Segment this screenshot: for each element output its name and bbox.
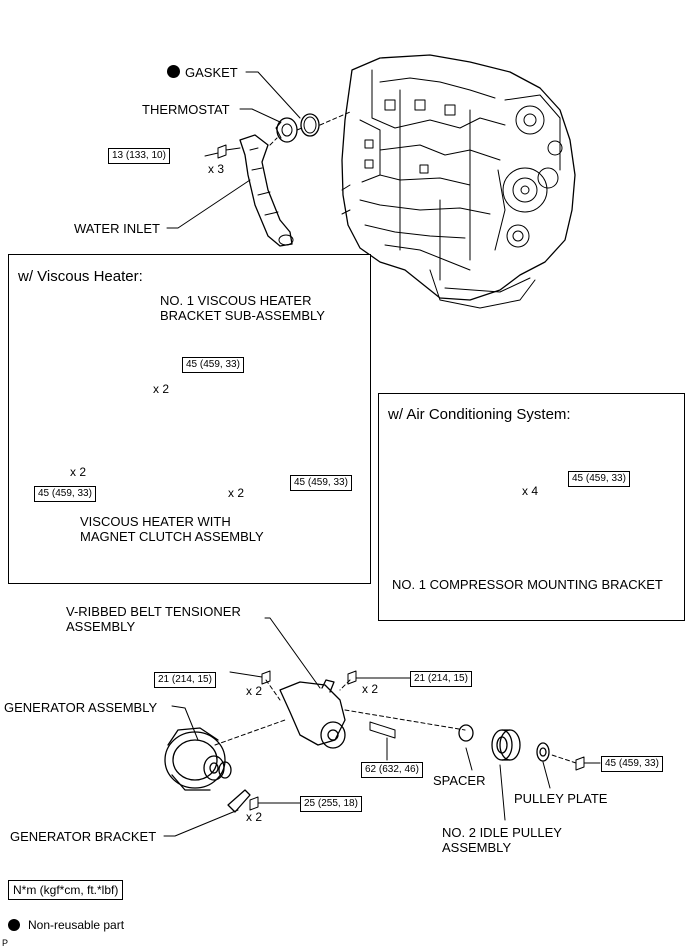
spacer-part — [458, 724, 474, 742]
non-reusable-marker — [167, 65, 180, 78]
units-legend: N*m (kgf*cm, ft.*lbf) — [8, 880, 124, 900]
visc-right-torque: 45 (459, 33) — [290, 475, 352, 491]
visc-right-qty: x 2 — [228, 486, 245, 500]
tens-left-qty: x 2 — [246, 684, 263, 698]
viscous-heater-panel-title: w/ Viscous Heater: — [18, 268, 143, 285]
engine-illustration — [341, 54, 576, 309]
aircon-torque: 45 (459, 33) — [568, 471, 630, 487]
center-bolt — [369, 721, 396, 739]
air-conditioning-panel — [378, 393, 685, 621]
pulley-plate-part — [536, 742, 550, 762]
gen-bracket-torque: 25 (255, 18) — [300, 796, 362, 812]
generator-part — [164, 727, 232, 791]
gasket-label: GASKET — [185, 65, 238, 80]
visc-left-qty: x 2 — [70, 465, 87, 479]
tensioner-part — [279, 679, 346, 749]
center-bolt-torque: 62 (632, 46) — [361, 762, 423, 778]
water-inlet-bolt — [217, 144, 227, 159]
air-conditioning-panel-title: w/ Air Conditioning System: — [388, 406, 571, 423]
tensioner-label: V-RIBBED BELT TENSIONER ASSEMBLY — [66, 604, 241, 634]
thermostat-label: THERMOSTAT — [142, 102, 230, 117]
generator-label: GENERATOR ASSEMBLY — [4, 700, 158, 715]
viscous-heater-panel — [8, 254, 371, 584]
aircon-qty: x 4 — [522, 484, 539, 498]
tens-left-torque: 21 (214, 15) — [154, 672, 216, 688]
gen-bracket-qty: x 2 — [246, 810, 263, 824]
viscous-bracket-label: NO. 1 VISCOUS HEATER BRACKET SUB-ASSEMBL… — [160, 293, 325, 323]
water-inlet-label: WATER INLET — [74, 221, 160, 236]
viscous-heater-label: VISCOUS HEATER WITH MAGNET CLUTCH ASSEMB… — [80, 514, 264, 544]
visc-top-torque: 45 (459, 33) — [182, 357, 244, 373]
generator-bracket-label: GENERATOR BRACKET — [10, 829, 157, 844]
visc-left-torque: 45 (459, 33) — [34, 486, 96, 502]
non-reusable-legend: Non-reusable part — [28, 918, 125, 932]
non-reusable-legend-marker — [8, 919, 20, 931]
generator-bracket-part — [227, 789, 251, 813]
corner-mark: P — [2, 938, 9, 948]
idle-pulley-part — [491, 729, 521, 761]
gasket-ring — [300, 113, 320, 137]
pulley-plate-torque: 45 (459, 33) — [601, 756, 663, 772]
water-inlet-qty: x 3 — [208, 162, 225, 176]
water-inlet-part — [239, 134, 294, 247]
tens-right-qty: x 2 — [362, 682, 379, 696]
tens-right-torque: 21 (214, 15) — [410, 671, 472, 687]
visc-top-qty: x 2 — [153, 382, 170, 396]
idle-pulley-label: NO. 2 IDLE PULLEY ASSEMBLY — [442, 825, 562, 855]
spacer-label: SPACER — [433, 773, 486, 788]
compressor-bracket-label: NO. 1 COMPRESSOR MOUNTING BRACKET — [392, 577, 663, 592]
water-inlet-torque: 13 (133, 10) — [108, 148, 170, 164]
pulley-plate-label: PULLEY PLATE — [514, 791, 608, 806]
